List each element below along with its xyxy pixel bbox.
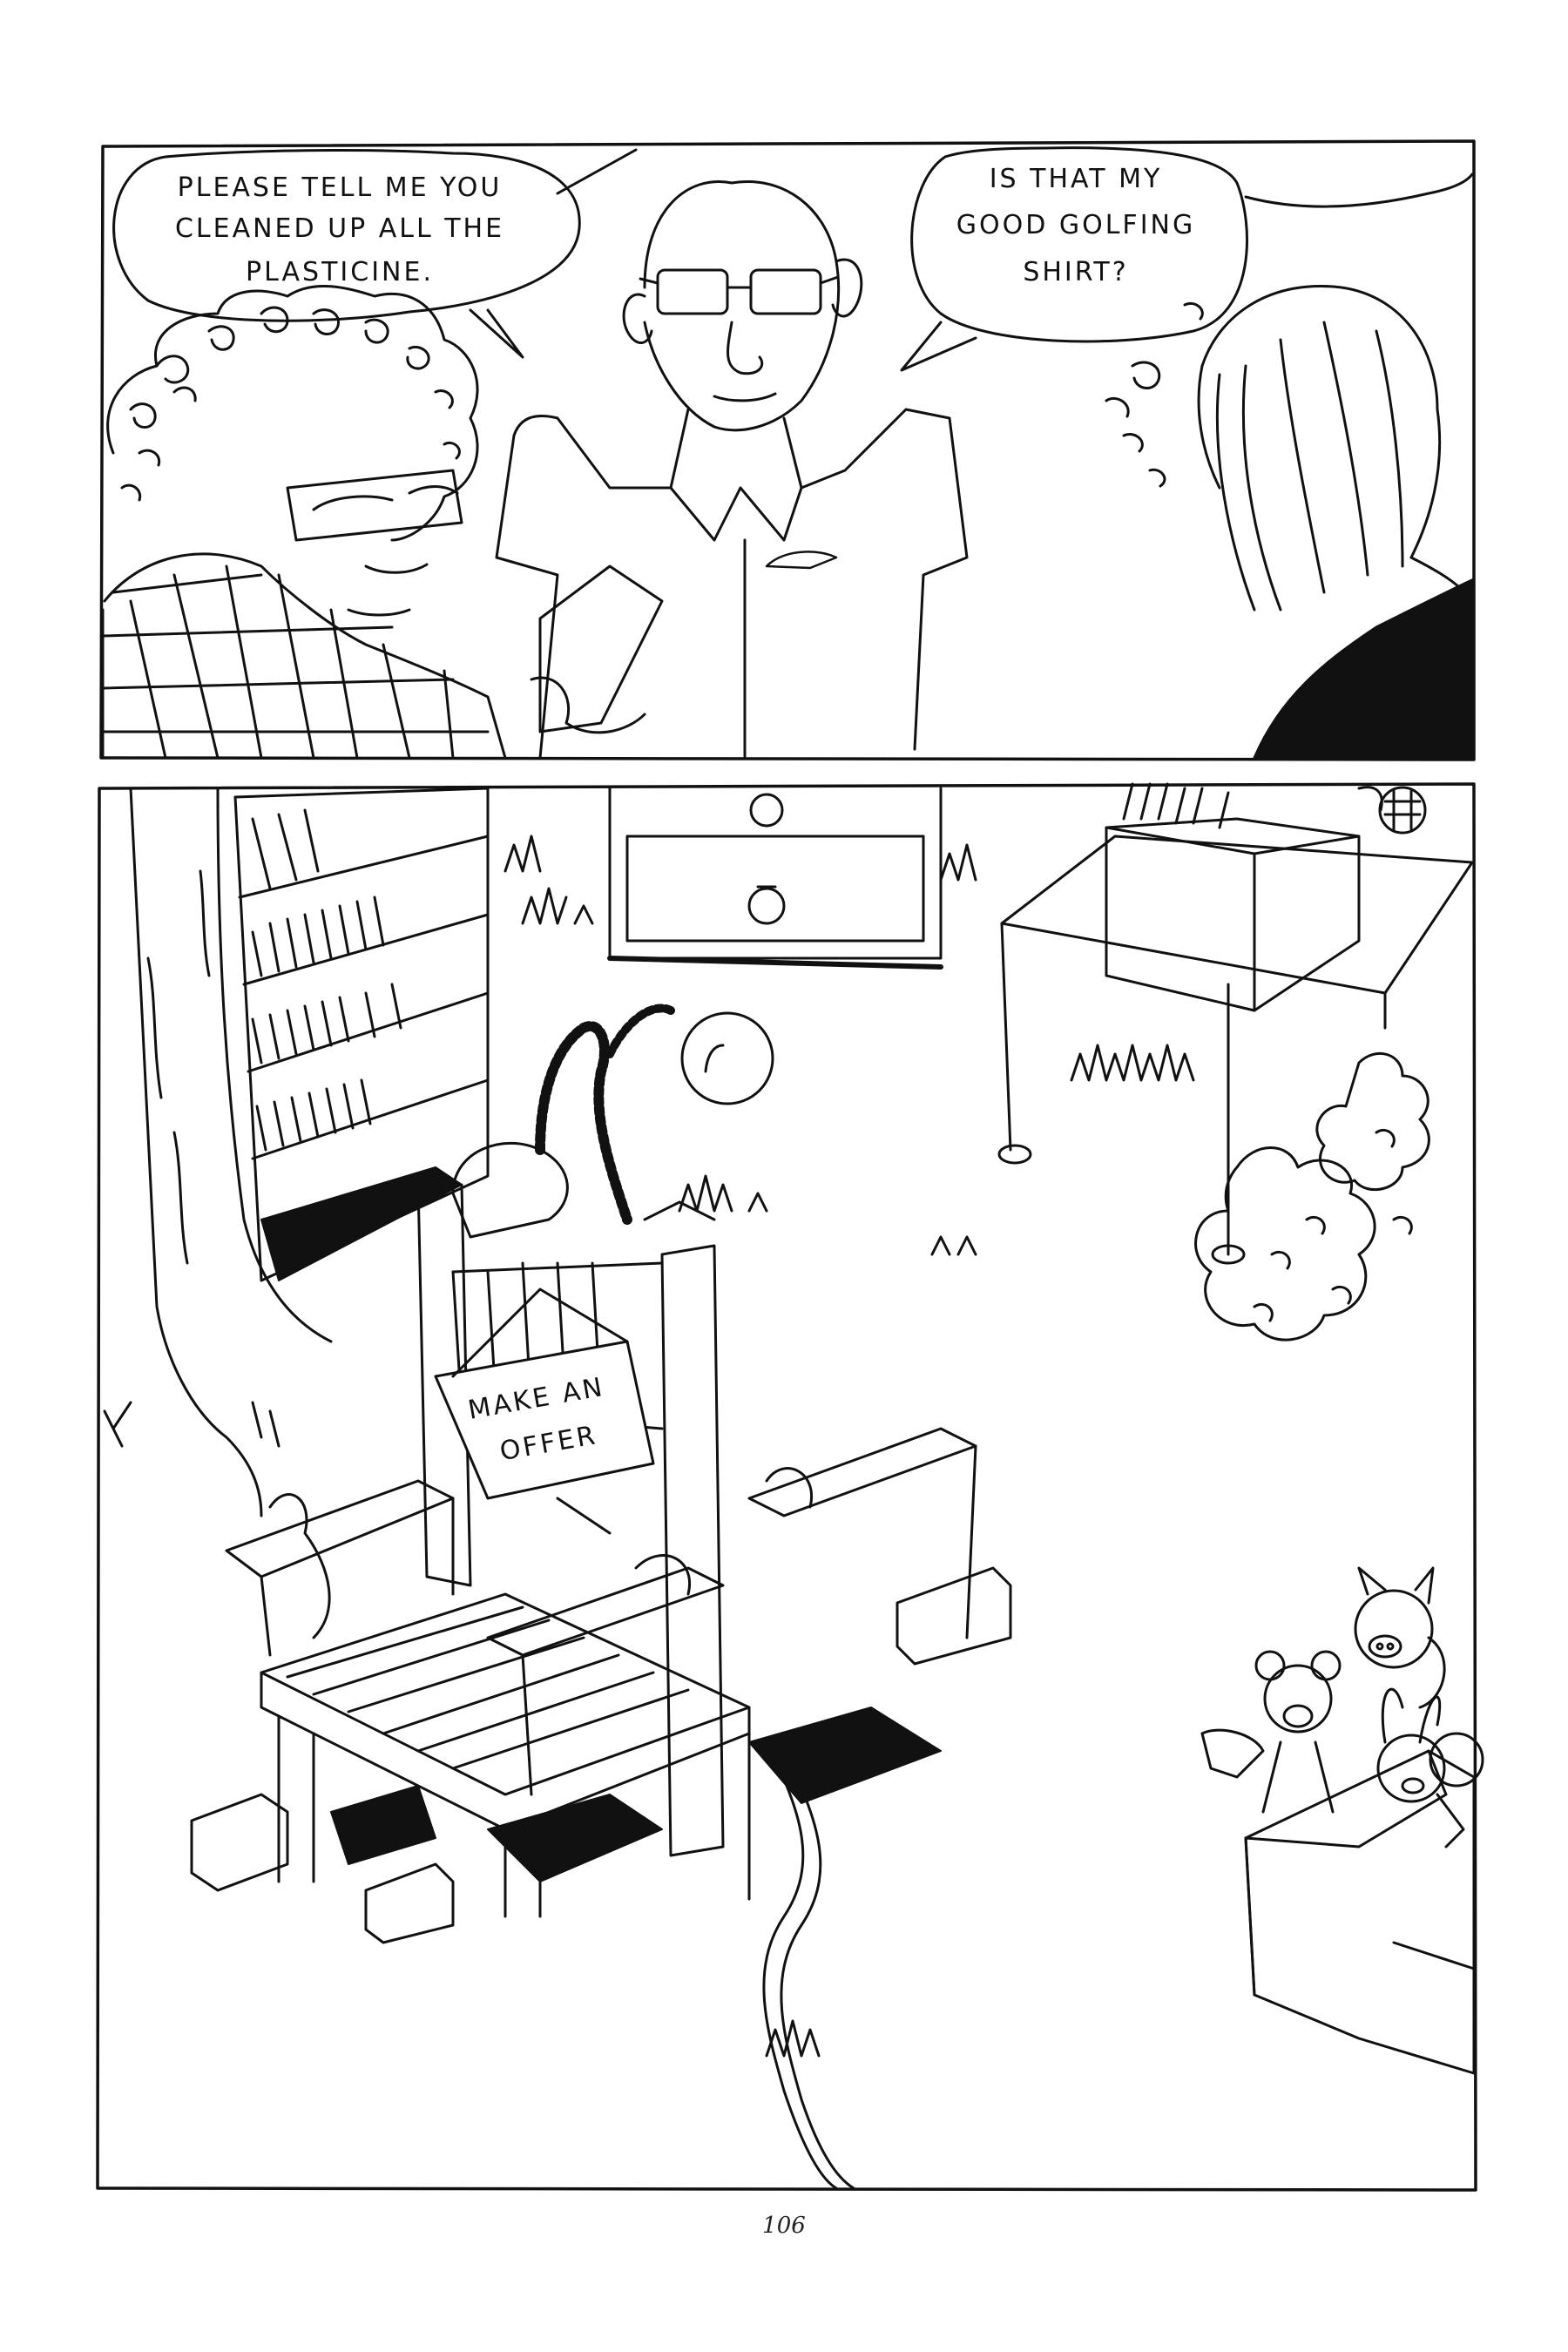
balloon-tail-right — [900, 321, 977, 372]
speech-left-line-1: PLEASE TELL ME YOU — [178, 172, 503, 203]
grass-tufts — [504, 835, 977, 2058]
bottom-panel-border — [96, 782, 1477, 2192]
desk-fan — [1357, 786, 1427, 835]
speech-left-line-2: CLEANED UP ALL THE — [175, 213, 504, 244]
balloon-tail-left — [469, 308, 524, 359]
toy-pig — [1354, 1566, 1446, 1709]
bottom-panel — [96, 782, 1484, 2192]
speech-right-text: IS THAT MY GOOD GOLFING SHIRT? — [956, 164, 1195, 287]
cardboard-box — [1105, 782, 1361, 1012]
top-panel-border — [99, 139, 1476, 761]
lamp-arc — [1244, 172, 1474, 208]
speech-left-line-3: PLASTICINE. — [246, 257, 434, 287]
speech-right-line-1: IS THAT MY — [990, 164, 1163, 194]
woman-curly-hair — [101, 285, 507, 760]
make-an-offer-sign — [434, 1288, 655, 1535]
speech-balloon-left — [112, 149, 581, 322]
dark-shoulder — [1253, 578, 1476, 760]
side-table — [997, 835, 1474, 1265]
speech-left-text: PLEASE TELL ME YOU CLEANED UP ALL THE PL… — [175, 172, 504, 287]
page-number: 106 — [762, 2213, 806, 2239]
bald-man-glasses — [495, 180, 969, 760]
balloon-tail-top — [556, 148, 638, 195]
electric-chair — [190, 1004, 1012, 2190]
speech-right-line-3: SHIRT? — [1023, 257, 1128, 287]
dresser — [607, 787, 943, 970]
speech-right-line-2: GOOD GOLFING — [956, 210, 1195, 240]
bush — [1070, 1044, 1430, 1342]
bookshelf — [233, 787, 490, 1282]
toy-box — [1244, 1749, 1476, 2075]
person-from-behind — [1105, 285, 1476, 612]
toy-bunny — [1376, 1687, 1484, 1848]
teddy-bear — [1200, 1650, 1342, 1814]
speech-balloon-right — [910, 146, 1248, 343]
tree-trunk — [103, 787, 333, 1517]
top-panel — [99, 139, 1476, 761]
